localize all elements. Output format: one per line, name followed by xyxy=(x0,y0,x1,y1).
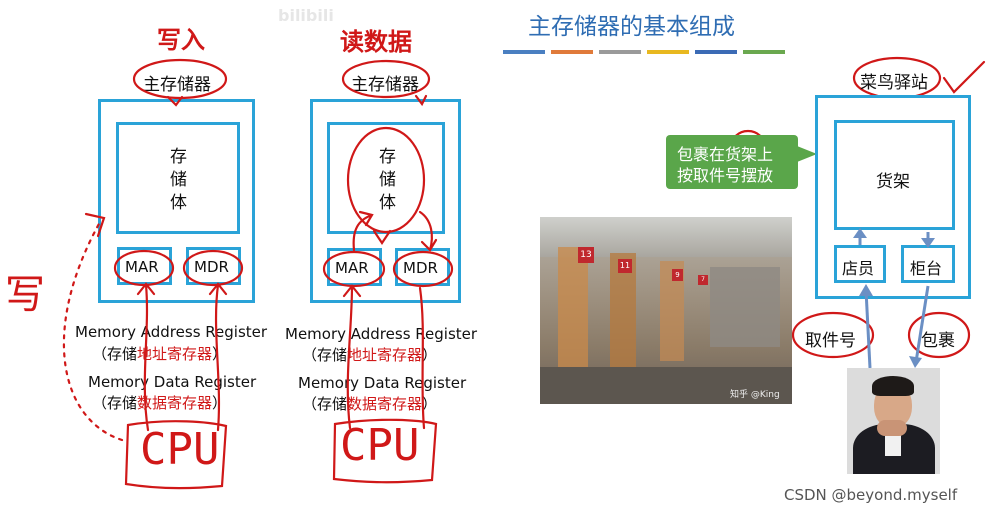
mar-box-1 xyxy=(117,247,172,285)
warehouse-photo: 13 11 9 7 知乎 @King xyxy=(540,217,792,404)
main-memory-circle-2 xyxy=(341,59,431,99)
storage-body-circle xyxy=(346,126,426,234)
mar-circle-2 xyxy=(322,250,386,288)
cpu-box-1 xyxy=(124,420,228,490)
station-check xyxy=(942,60,986,94)
mdr-box-2 xyxy=(395,248,450,286)
cpu-label-1: CPU xyxy=(140,424,220,475)
write-side-note: 写 xyxy=(5,272,45,318)
main-memory-tail-1 xyxy=(166,95,184,107)
mdr-circle-1 xyxy=(182,249,244,287)
watermark-logo: bilibili xyxy=(278,6,334,25)
title-stripe-3 xyxy=(599,50,641,54)
photo-caption: 知乎 @King xyxy=(730,390,780,400)
clerk-box xyxy=(834,245,886,283)
footer-credit: CSDN @beyond.myself xyxy=(784,486,958,504)
storage-body-label-1: 存 储 体 xyxy=(170,147,187,213)
title-stripe-6 xyxy=(743,50,785,54)
mdr-arrow-1 xyxy=(208,282,228,432)
pickup-code-circle xyxy=(791,311,875,359)
shelf-sign-9: 9 xyxy=(672,269,683,281)
mar-label-1: MAR xyxy=(125,258,159,276)
shelf-sign-11: 11 xyxy=(618,259,632,273)
parcel-arrow xyxy=(914,285,930,363)
mar-cn-1: （存储地址寄存器） xyxy=(92,345,228,363)
mdr-circle-2 xyxy=(392,250,454,288)
title-stripe-4 xyxy=(647,50,689,54)
mar-arrow-1 xyxy=(136,282,156,432)
dotted-arrow-head xyxy=(84,212,106,238)
slide-title: 主存储器的基本组成 xyxy=(528,14,735,40)
mar-full-name-1: Memory Address Register xyxy=(75,323,268,341)
parcel-label: 包裹 xyxy=(921,331,955,351)
main-memory-tail-2 xyxy=(414,94,428,107)
mar-to-storage-arrow xyxy=(352,210,374,252)
mdr-down-arrow-2 xyxy=(418,286,426,430)
callout-line-1: 包裹在货架上 xyxy=(677,145,774,164)
mdr-cn-2: （存储数据寄存器） xyxy=(302,395,438,413)
storage-tail xyxy=(372,229,392,245)
mdr-full-name-2: Memory Data Register xyxy=(298,374,467,392)
callout-pointer xyxy=(797,146,817,162)
storage-body-label-2: 存 储 体 xyxy=(379,147,396,213)
cpu-box-2 xyxy=(332,418,438,484)
mdr-label-1: MDR xyxy=(194,258,229,276)
title-stripe-2 xyxy=(551,50,593,54)
mar-label-2: MAR xyxy=(335,259,369,277)
mar-arrow-2 xyxy=(342,284,362,430)
mdr-full-name-1: Memory Data Register xyxy=(88,373,257,391)
callout-bubble xyxy=(666,135,798,189)
main-memory-label-1: 主存储器 xyxy=(143,75,211,95)
mdr-box-1 xyxy=(186,247,241,285)
title-stripe-1 xyxy=(503,50,545,54)
pickup-code-label: 取件号 xyxy=(805,331,856,351)
station-label: 菜鸟驿站 xyxy=(860,73,928,93)
callout-line-2: 按取件号摆放 xyxy=(677,166,774,185)
counter-label: 柜台 xyxy=(910,259,943,278)
person-photo xyxy=(847,368,940,474)
mar-full-name-2: Memory Address Register xyxy=(285,325,478,343)
pickup-code-arrow xyxy=(864,289,872,369)
shelf-label: 货架 xyxy=(876,172,910,192)
mar-cn-2: （存储地址寄存器） xyxy=(302,346,438,364)
shelf-sign-7: 7 xyxy=(698,275,708,285)
parcel-circle xyxy=(907,311,971,359)
storage-to-mdr-arrow xyxy=(418,210,438,252)
cpu-label-2: CPU xyxy=(340,420,420,471)
mdr-label-2: MDR xyxy=(403,259,438,277)
dotted-write-arc xyxy=(62,220,124,442)
shelf-sign-13: 13 xyxy=(578,247,594,263)
read-label: 读数据 xyxy=(340,27,412,56)
write-label: 写入 xyxy=(157,25,205,54)
shelf-box xyxy=(834,120,955,230)
title-stripe-5 xyxy=(695,50,737,54)
main-memory-label-2: 主存储器 xyxy=(351,75,419,95)
clerk-label: 店员 xyxy=(842,259,875,278)
storage-body-box-1 xyxy=(116,122,240,234)
